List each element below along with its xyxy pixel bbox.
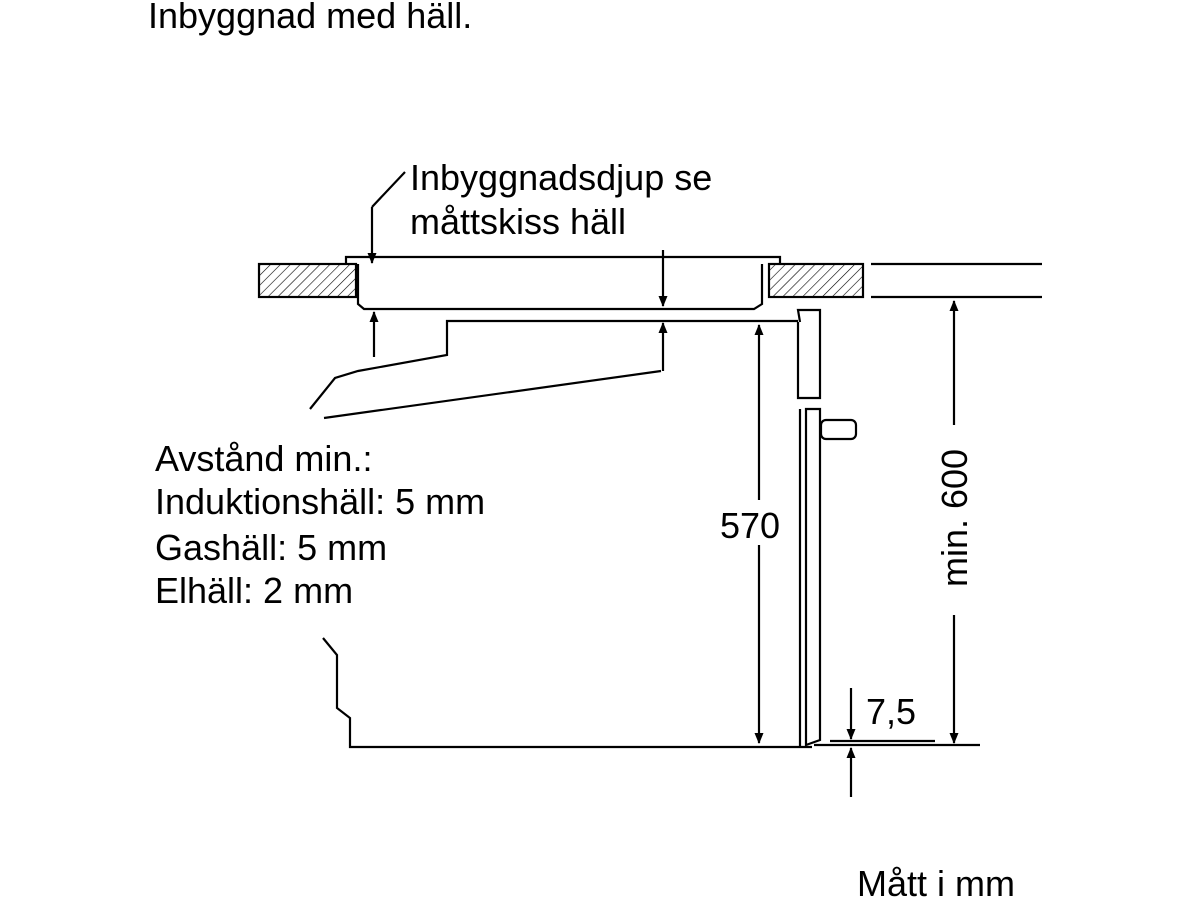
dimension-7-5-label: 7,5 xyxy=(866,691,917,732)
oven-bottom-outline xyxy=(322,637,812,749)
dimension-570-label: 570 xyxy=(720,505,781,546)
worktop-right-section xyxy=(767,262,865,299)
units-note: Mått i mm xyxy=(857,863,1015,904)
worktop-left-section xyxy=(257,262,358,299)
oven-door xyxy=(804,407,822,747)
distance-note-induction: Induktionshäll: 5 mm xyxy=(155,481,486,522)
oven-top-outline xyxy=(309,319,798,410)
distance-leader-line xyxy=(323,369,662,420)
distance-note-heading: Avstånd min.: xyxy=(155,438,373,479)
oven-knob xyxy=(819,418,858,441)
depth-leader-line xyxy=(371,171,406,208)
hob-top-plate xyxy=(344,255,782,264)
distance-note-electric: Elhäll: 2 mm xyxy=(155,570,354,611)
depth-note-line-1: Inbyggnadsdjup se xyxy=(410,157,713,198)
page-title: Inbyggnad med häll. xyxy=(148,0,473,36)
dimension-min-600-label: min. 600 xyxy=(934,448,975,588)
depth-note-line-2: måttskiss häll xyxy=(410,201,627,242)
distance-note-gas: Gashäll: 5 mm xyxy=(155,527,388,568)
oven-front-upper xyxy=(796,308,822,400)
hob-body xyxy=(356,264,764,311)
